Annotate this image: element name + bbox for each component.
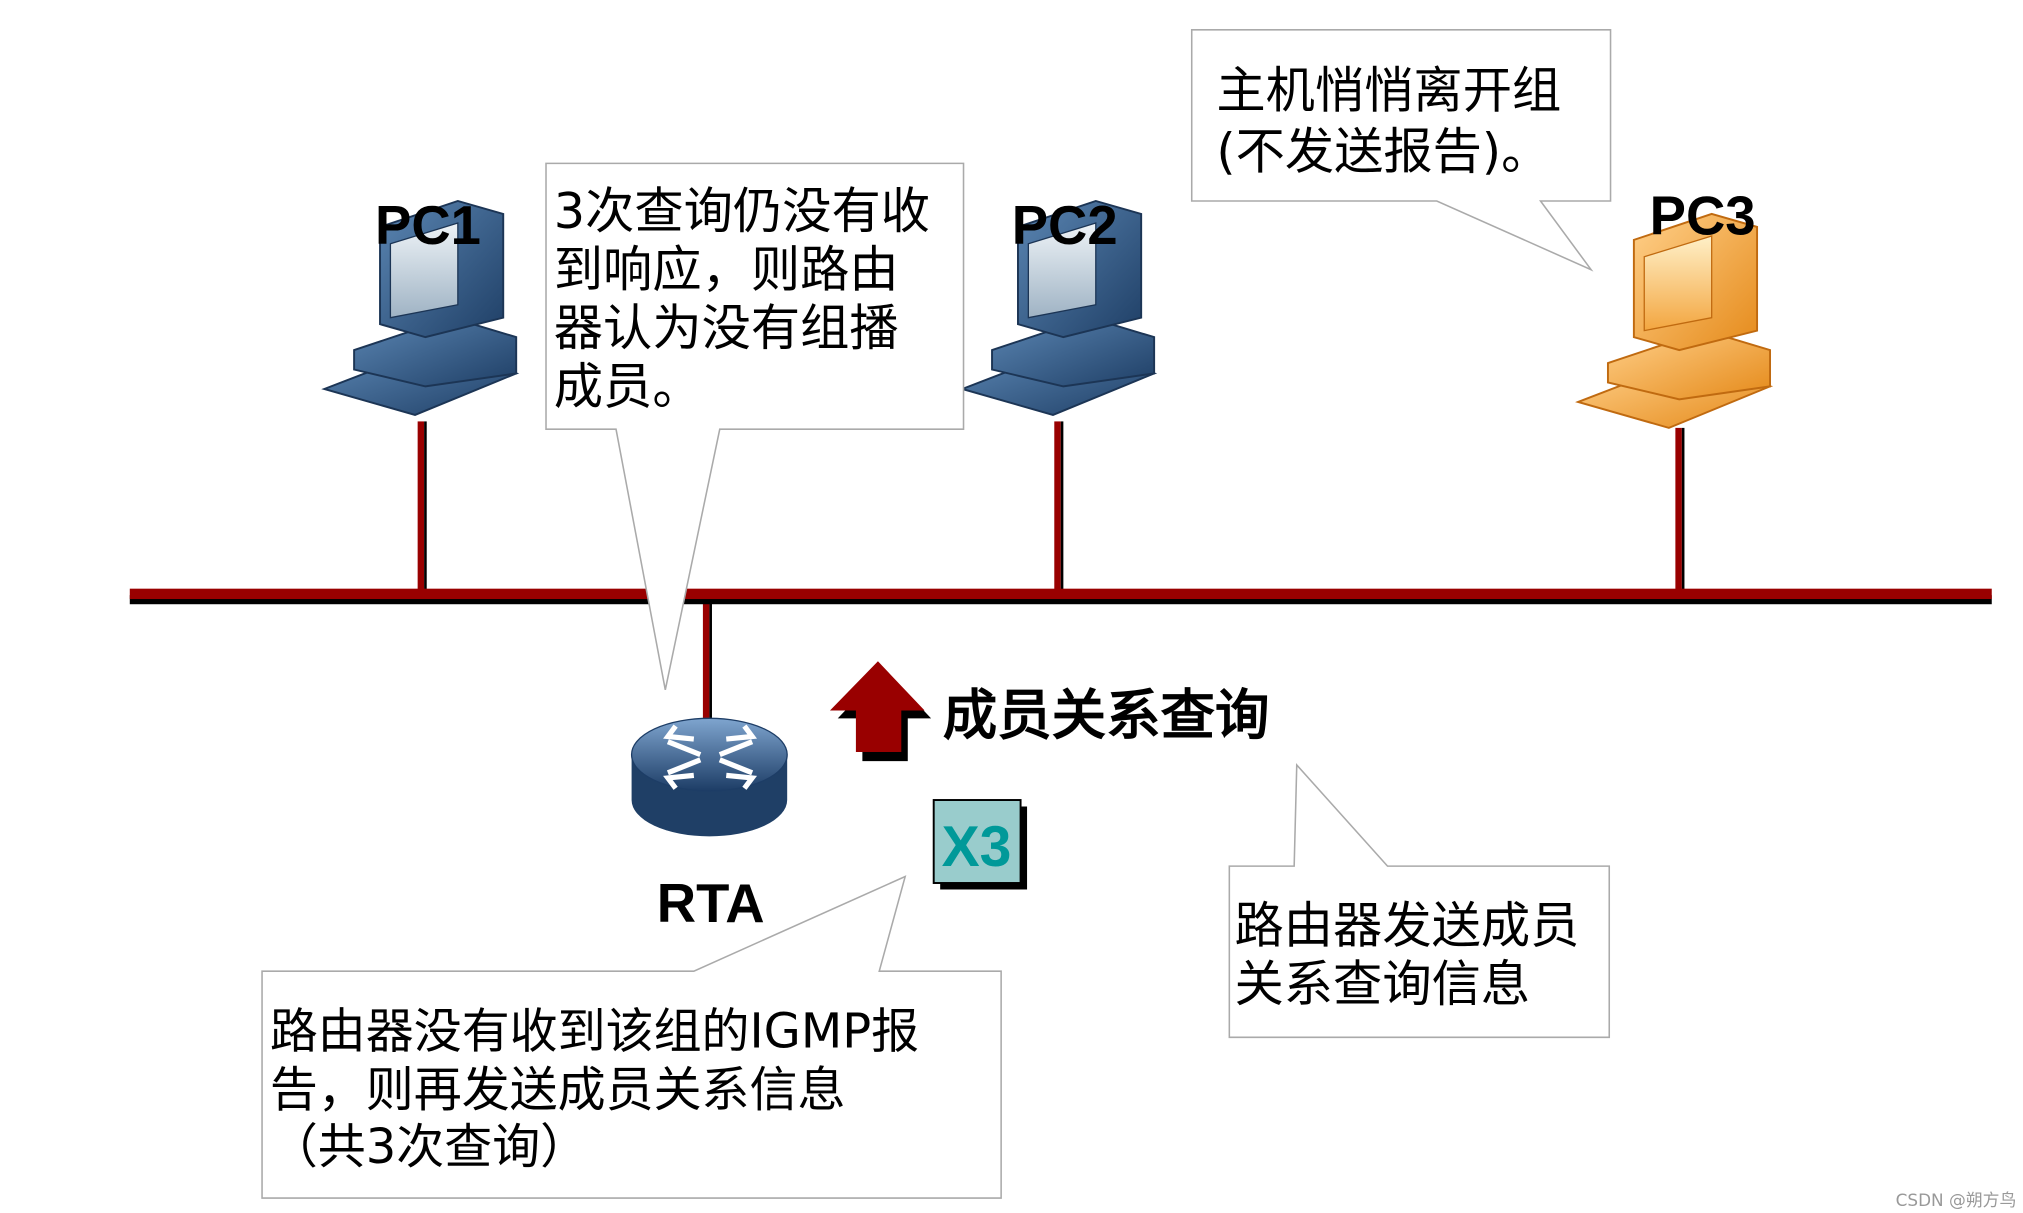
- callout-host-leaves: 主机悄悄离开组 (不发送报告)。: [1190, 29, 1612, 272]
- callout-line: 到响应，则路由: [554, 241, 899, 299]
- pc3-label: PC3: [1650, 186, 1756, 247]
- repeat-badge-text: X3: [942, 815, 1012, 879]
- router-link: [702, 596, 712, 720]
- pc1-label: PC1: [375, 195, 481, 256]
- pc2-computer-icon: [961, 200, 1156, 416]
- callout-line: 告，则再发送成员关系信息: [270, 1062, 846, 1118]
- callout-router-sends: 路由器发送成员 关系查询信息: [1228, 763, 1611, 1039]
- pc2-link: [1054, 421, 1064, 597]
- callout-line: 关系查询信息: [1235, 955, 1531, 1013]
- router-label: RTA: [657, 873, 765, 934]
- callout-line: 成员。: [554, 357, 702, 415]
- svg-text:路由器没有收到该组的IGMP报 告，则再发送成员: 路由器没有收到该组的IGMP报 告，则再发送成员关系信息 （共3次查询）: [270, 1004, 935, 1175]
- svg-text:3次查询仍没有收 到响应，则路由 器: 3次查询仍没有收 到响应，则路由 器认为没有组播 成员。: [554, 182, 946, 415]
- pc2-label: PC2: [1012, 195, 1118, 256]
- watermark: CSDN @朔方鸟: [1896, 1190, 2017, 1210]
- callout-resend: 路由器没有收到该组的IGMP报 告，则再发送成员关系信息 （共3次查询）: [261, 875, 1002, 1199]
- callout-line: 器认为没有组播: [554, 299, 899, 357]
- repeat-badge: X3: [932, 799, 1028, 890]
- callout-line: 主机悄悄离开组: [1216, 62, 1561, 120]
- callout-line: 3次查询仍没有收: [554, 182, 930, 240]
- pc1-computer-icon: [323, 200, 518, 416]
- pc3-link: [1675, 427, 1685, 597]
- svg-text:路由器发送成员 关系查询信息: 路由器发送成员 关系查询信息: [1235, 897, 1596, 1013]
- query-label: 成员关系查询: [943, 683, 1270, 747]
- callout-no-response: 3次查询仍没有收 到响应，则路由 器认为没有组播 成员。: [545, 162, 965, 690]
- pc3-computer-icon: [1577, 212, 1772, 429]
- callout-line: （共3次查询）: [270, 1119, 588, 1175]
- ethernet-bus: [129, 588, 1992, 605]
- callout-line: 路由器发送成员: [1235, 897, 1580, 955]
- svg-text:主机悄悄离开组 (不发送报告)。: 主机悄悄离开组 (不发送报告)。: [1216, 62, 1577, 181]
- arrow-up-icon: [829, 661, 932, 762]
- router-icon: [630, 717, 788, 837]
- pc1-link: [417, 421, 427, 597]
- callout-line: 路由器没有收到该组的IGMP报: [270, 1004, 919, 1060]
- callout-line: (不发送报告)。: [1216, 123, 1550, 181]
